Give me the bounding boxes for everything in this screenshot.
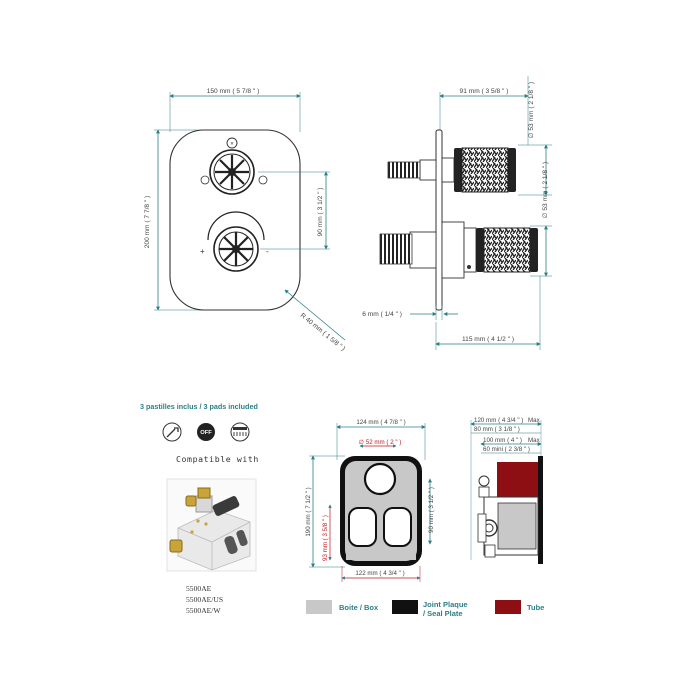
box-min-depth-2-label: 60 mini ( 2 3/8 " ) [483,446,530,453]
box-lower-height-label: 93 mm ( 3 5/8 " ) [322,515,329,561]
left-pad-icon [200,175,210,185]
box-min-depth-label: 80 mm ( 3 1/8 " ) [474,426,520,433]
box-left-opening [348,507,377,547]
side-seal-plate [538,456,543,564]
side-plate-offset-label: 6 mm ( 1/4 " ) [362,311,402,318]
upper-spindle [387,161,421,179]
legend: Boite / Box Joint Plaque / Seal Plate Tu… [306,600,544,618]
box-round-opening [363,462,397,496]
right-pad-icon [258,175,268,185]
box-width-bottom-label: 122 mm ( 4 3/4 " ) [355,570,404,577]
front-height-label: 200 mm ( 7 7/8 " ) [144,196,151,249]
off-pad-icon: OFF [197,423,215,441]
box-height-label: 190 mm ( 7 1/2 " ) [305,487,312,536]
box-spacing-label: 90 mm ( 3 1/2 " ) [428,487,435,533]
upper-knob-body [461,147,509,193]
box-max-label: Max [528,417,541,424]
side-tube [497,462,538,497]
box-right-opening [383,507,412,547]
lower-spindle [379,233,413,265]
upper-knob-ring-right [508,148,516,192]
front-plate [169,129,301,311]
minus-sign: - [266,247,269,256]
side-depth-top-label: 91 mm ( 3 5/8 " ) [460,88,509,95]
upper-cross-knob: ✕ [200,137,268,195]
lower-cross-knob: + - [200,211,269,272]
head-shower-pad-icon [230,422,250,442]
legend-swatch-box [306,600,332,614]
brand-logo-icon: ✕ [230,141,234,146]
model-3: 5500AE/W [186,606,221,615]
side-knob-dia-top-label: ∅ 53 mm ( 2 1/8 " ) [528,82,535,138]
front-width-label: 150 mm ( 5 7/8 " ) [207,88,260,95]
upper-knob-ring-left [454,148,462,192]
valve-body-photo [166,478,257,572]
legend-label-box: Boite / Box [339,603,379,612]
box-front-view: 124 mm ( 4 7/8 " ) ∅ 52 mm ( 2 " ) 190 m… [305,419,435,582]
front-radius-label: R 40 mm ( 1 5/8 " ) [299,312,347,352]
front-radius-dim-line [284,289,346,341]
front-view: 150 mm ( 5 7/8 " ) 200 mm ( 7 7/8 " ) ✕ … [144,88,346,352]
model-2: 5500AE/US [186,595,223,604]
box-side-view: 120 mm ( 4 3/4 " ) Max 80 mm ( 3 1/8 " )… [470,417,543,564]
legend-label-seal-line1: Joint Plaque [423,600,468,609]
legend-label-seal-line2: / Seal Plate [423,609,463,618]
pads-header: 3 pastilles inclus / 3 pads included [140,402,258,411]
legend-label-tube: Tube [527,603,544,612]
model-1: 5500AE [186,584,212,593]
box-max-depth-label: 120 mm ( 4 3/4 " ) [474,417,523,424]
side-plate [435,129,443,311]
side-knob-dia-bottom-label: ∅ 53 mm ( 2 1/8 " ) [542,162,549,218]
compatible-label: Compatible with [176,454,259,464]
off-pad-label: OFF [200,430,212,436]
box-circle-dia-label: ∅ 52 mm ( 2 " ) [359,439,402,446]
legend-swatch-seal [392,600,418,614]
box-max-label-2: Max [528,437,541,444]
shower-pad-icon [162,422,182,442]
side-view: 91 mm ( 3 5/8 " ) ∅ 53 mm ( 2 1/8 " ) ∅ … [362,76,552,350]
lower-knob-body [483,227,531,273]
pads-panel: 3 pastilles inclus / 3 pads included OFF… [140,402,259,615]
box-max-depth-2-label: 100 mm ( 4 " ) [483,437,522,444]
front-spacing-label: 90 mm ( 3 1/2 " ) [317,188,324,237]
box-width-top-label: 124 mm ( 4 7/8 " ) [356,419,405,426]
plus-sign: + [200,247,205,256]
side-depth-bottom-label: 115 mm ( 4 1/2 " ) [462,336,514,343]
legend-swatch-tube [495,600,521,614]
